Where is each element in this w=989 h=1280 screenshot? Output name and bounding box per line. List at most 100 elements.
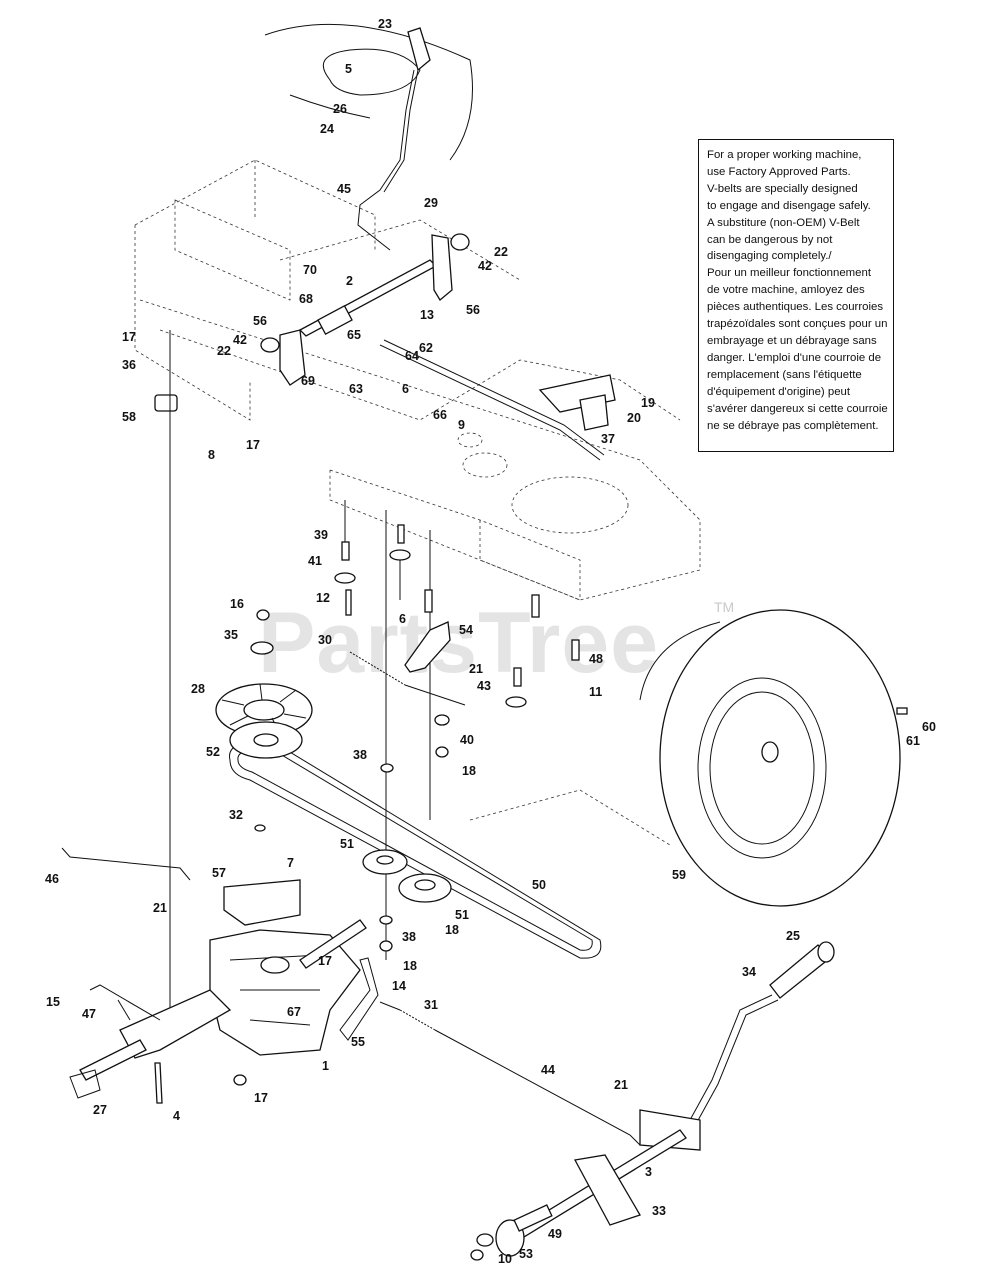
notice-line: A substiture (non-OEM) V-Belt (707, 216, 860, 229)
safety-notice-box: For a proper working machine, use Factor… (698, 139, 894, 452)
spring-31-rod-44 (379, 1001, 641, 1146)
rod-15 (117, 999, 131, 1021)
rod-47 (89, 984, 161, 1021)
notice-line: danger. L'emploi d'une courroie de (707, 351, 882, 364)
callout-label: 17 (254, 1091, 268, 1105)
callout-label: 48 (589, 652, 603, 666)
callout-label: 12 (316, 591, 330, 605)
assembly-lines (169, 330, 431, 1010)
callout-label: 18 (403, 959, 417, 973)
callout-label: 55 (351, 1035, 365, 1049)
callout-label: 64 (405, 349, 419, 363)
arm-55 (339, 957, 379, 1041)
callout-label: 17 (318, 954, 332, 968)
callout-label: 25 (786, 929, 800, 943)
cooling-fan-28 (215, 683, 313, 737)
callout-label: 56 (466, 303, 480, 317)
notice-line: to engage and disengage safely. (707, 199, 871, 212)
notice-line: pièces authentiques. Les courroies (707, 301, 884, 314)
callout-label: 47 (82, 1007, 96, 1021)
callout-label: 42 (233, 333, 247, 347)
rear-wheel-59 (639, 609, 901, 907)
callout-label: 16 (230, 597, 244, 611)
notice-line: For a proper working machine, (707, 149, 862, 161)
callout-label: 56 (253, 314, 267, 328)
callout-label: 49 (548, 1227, 562, 1241)
callout-label: 6 (399, 612, 406, 626)
axle-end-27 (69, 1069, 101, 1099)
callout-label: 20 (627, 411, 641, 425)
callout-label: 67 (287, 1005, 301, 1019)
notice-line: remplacement (sans l'étiquette (707, 368, 862, 381)
pulley-51-upper (362, 849, 408, 875)
bracket-20 (538, 374, 616, 431)
callout-label: 34 (742, 965, 756, 979)
seat-outline (264, 23, 473, 161)
callout-label: 5 (345, 62, 352, 76)
callout-label: 66 (433, 408, 447, 422)
callout-label: 21 (153, 901, 167, 915)
callout-label: 6 (402, 382, 409, 396)
callout-label: 21 (614, 1078, 628, 1092)
notice-line: trapézoïdales sont conçues pour un (707, 318, 888, 331)
callout-label: 22 (217, 344, 231, 358)
callout-label: 36 (122, 358, 136, 372)
callout-label: 3 (645, 1165, 652, 1179)
callout-label: 24 (320, 122, 334, 136)
notice-line: embrayage et un débrayage sans (707, 334, 877, 347)
callout-label: 10 (498, 1252, 512, 1266)
pedal-assembly (470, 941, 835, 1261)
callout-label: 19 (641, 396, 655, 410)
callout-label: 26 (333, 102, 347, 116)
callout-label: 39 (314, 528, 328, 542)
shift-shaft (279, 234, 453, 386)
notice-line: use Factory Approved Parts. (707, 165, 851, 178)
bracket-57 (223, 879, 301, 926)
shift-lever (357, 27, 431, 251)
callout-label: 46 (45, 872, 59, 886)
callout-label: 15 (46, 995, 60, 1009)
callout-label: 38 (353, 748, 367, 762)
callout-label: 51 (455, 908, 469, 922)
notice-line: V-belts are specially designed (707, 182, 858, 195)
callout-label: 40 (460, 733, 474, 747)
callout-label: 33 (652, 1204, 666, 1218)
callout-label: 53 (519, 1247, 533, 1261)
watermark-text: PartsTree (258, 595, 659, 691)
transaxle-1 (79, 919, 367, 1081)
callout-label: 30 (318, 633, 332, 647)
callout-label: 9 (458, 418, 465, 432)
callout-label: 59 (672, 868, 686, 882)
callout-label: 35 (224, 628, 238, 642)
callout-label: 57 (212, 866, 226, 880)
notice-line: Pour un meilleur fonctionnement (707, 267, 871, 280)
bracket-54 (404, 621, 451, 673)
callout-label: 51 (340, 837, 354, 851)
cable-46 (61, 847, 191, 881)
callout-label: 60 (922, 720, 936, 734)
callout-label: 31 (424, 998, 438, 1012)
callout-label: 70 (303, 263, 317, 277)
callout-label: 4 (173, 1109, 180, 1123)
spacer-58 (154, 394, 178, 412)
notice-line: de votre machine, amloyez des (707, 284, 865, 297)
notice-line: d'équipement d'origine) peut (707, 385, 851, 398)
callout-label: 17 (122, 330, 136, 344)
callout-label: 68 (299, 292, 313, 306)
callout-label: 54 (459, 623, 473, 637)
callout-label: 7 (287, 856, 294, 870)
callout-label: 50 (532, 878, 546, 892)
callout-label: 18 (462, 764, 476, 778)
spring-30 (349, 651, 466, 706)
callout-label: 62 (419, 341, 433, 355)
callout-label: 2 (346, 274, 353, 288)
callout-label: 11 (589, 685, 602, 699)
callout-label: 45 (337, 182, 351, 196)
callout-label: 41 (308, 554, 322, 568)
callout-label: 1 (322, 1059, 329, 1073)
callout-label: 23 (378, 17, 392, 31)
pulley-51-lower (398, 873, 452, 903)
callout-label: 17 (246, 438, 260, 452)
